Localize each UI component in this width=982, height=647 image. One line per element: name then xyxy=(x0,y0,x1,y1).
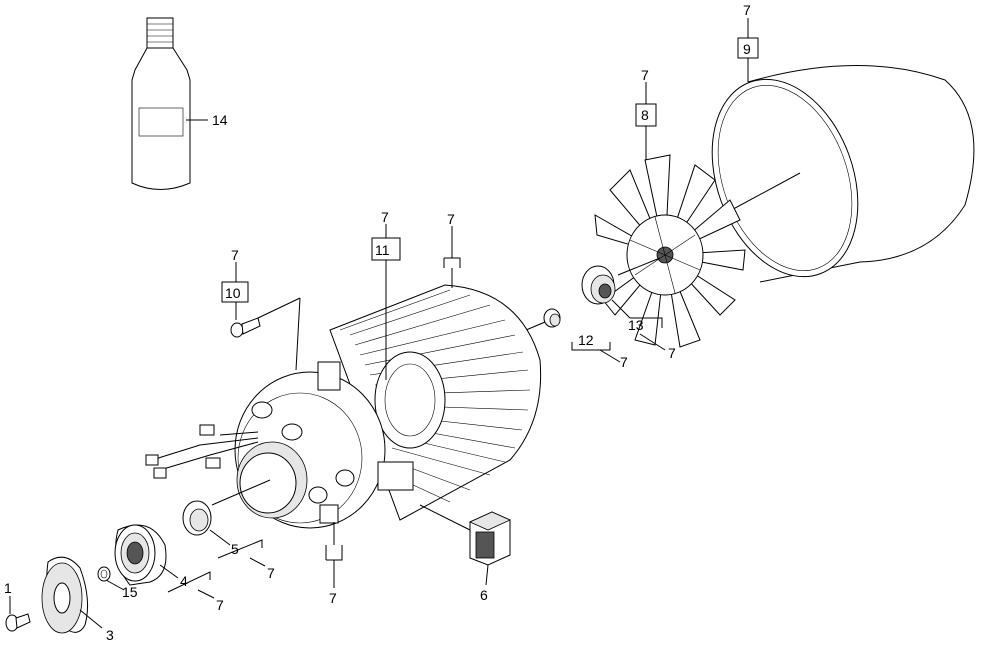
callout-8-7: 7 xyxy=(641,67,649,83)
motor-wires xyxy=(145,424,271,506)
leader-lines xyxy=(79,18,759,629)
disc-3 xyxy=(41,556,89,634)
callout-1: 1 xyxy=(4,580,12,596)
callout-10-7: 7 xyxy=(231,247,239,263)
callout-13-7: 7 xyxy=(668,345,676,361)
callout-14: 14 xyxy=(212,112,228,128)
callout-7-bottom: 7 xyxy=(329,590,337,606)
callout-5: 5 xyxy=(231,541,239,557)
callout-12: 12 xyxy=(578,332,594,348)
callout-9: 9 xyxy=(743,41,751,57)
carbon-brush-6 xyxy=(419,504,511,566)
callout-9-7: 7 xyxy=(743,2,751,18)
washer-15 xyxy=(97,566,111,582)
callout-labels: 1 3 4 7 5 7 6 7 8 7 9 7 10 7 11 7 7 12 7… xyxy=(4,2,751,643)
fan-wheel xyxy=(594,154,746,348)
callout-13: 13 xyxy=(628,317,644,333)
motor-body xyxy=(234,284,542,529)
bearing-4 xyxy=(114,524,167,586)
screw-10 xyxy=(230,317,261,338)
callout-10: 10 xyxy=(225,285,241,301)
callout-5-7: 7 xyxy=(267,565,275,581)
bearing-13 xyxy=(581,265,631,319)
cylinder-housing xyxy=(711,65,975,283)
callout-4: 4 xyxy=(180,573,188,589)
oil-bottle xyxy=(131,17,208,190)
callout-7-top: 7 xyxy=(447,211,455,227)
callout-11: 11 xyxy=(375,242,390,258)
callout-15: 15 xyxy=(122,584,138,600)
callout-8: 8 xyxy=(641,107,649,123)
callout-6: 6 xyxy=(480,587,488,603)
seal-5 xyxy=(182,500,212,536)
callout-11-7: 7 xyxy=(381,209,389,225)
callout-4-7: 7 xyxy=(216,597,224,613)
screw-1 xyxy=(5,596,31,632)
bearing-12 xyxy=(518,308,561,334)
callout-12-7: 7 xyxy=(620,354,628,370)
callout-3: 3 xyxy=(106,627,114,643)
